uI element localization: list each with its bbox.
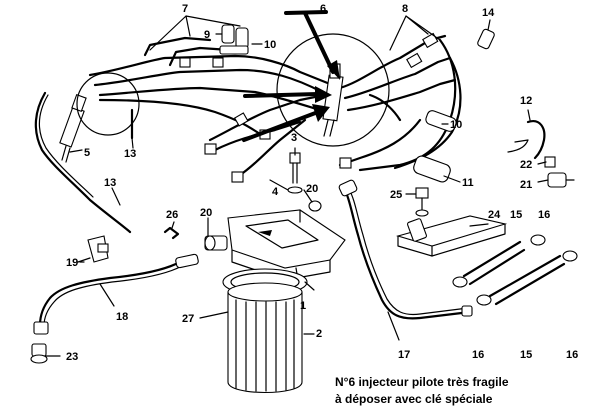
fuel-line-17 — [338, 179, 473, 320]
highlight-circle-right — [276, 33, 390, 147]
fuel-filter-assembly — [204, 209, 346, 393]
fitting-17-top — [338, 179, 358, 197]
callout-20-a: 20 — [306, 183, 318, 195]
callout-3: 3 — [291, 132, 297, 144]
clamp-16-c — [452, 276, 468, 288]
callout-16-b: 16 — [472, 349, 484, 361]
callout-6: 6 — [320, 3, 326, 15]
callout-1: 1 — [300, 300, 306, 312]
hoses-15 — [452, 234, 578, 306]
clamp-16-d — [476, 294, 492, 306]
callout-22: 22 — [520, 159, 532, 171]
parts-21-22 — [544, 156, 575, 188]
caption-note: N°6 injecteur pilote très fragile à dépo… — [335, 374, 585, 408]
pointer-arrows — [242, 10, 340, 142]
bolt-25 — [415, 187, 429, 217]
fitting-23-top — [33, 321, 49, 335]
clamp-12 — [526, 120, 546, 160]
callout-23: 23 — [66, 351, 78, 363]
line-fitting-7b — [212, 57, 224, 68]
clip-10-top — [235, 27, 249, 49]
seal-20-upper — [308, 200, 322, 212]
callout-25: 25 — [390, 189, 402, 201]
injector-6-pilot — [322, 63, 344, 137]
callout-18: 18 — [116, 311, 128, 323]
fitting-18 — [175, 253, 199, 269]
callout-16-a: 16 — [538, 209, 550, 221]
callout-5: 5 — [84, 147, 90, 159]
bolt-3-washer-4 — [287, 152, 322, 212]
callout-4: 4 — [272, 186, 279, 198]
injector-5 — [59, 94, 87, 163]
line-fitting-7c — [233, 112, 249, 127]
callout-15-bottom: 15 — [520, 349, 532, 361]
washer-4 — [287, 186, 303, 194]
highlight-circle-left — [76, 72, 140, 136]
line-nut-lower-b — [231, 171, 244, 183]
callout-7: 7 — [182, 3, 188, 15]
callout-13-left: 13 — [104, 177, 116, 189]
callout-9: 9 — [204, 29, 210, 41]
injection-lines-left — [88, 36, 332, 183]
line-nut-lower-a — [204, 143, 217, 155]
callout-19: 19 — [66, 257, 78, 269]
callout-27: 27 — [182, 313, 194, 325]
callout-20-b: 20 — [200, 207, 212, 219]
callout-24: 24 — [488, 209, 501, 221]
callout-15-top: 15 — [510, 209, 522, 221]
sensor-19 — [77, 235, 109, 263]
clip-9 — [221, 24, 235, 44]
callout-26: 26 — [166, 209, 178, 221]
callout-11: 11 — [462, 177, 474, 189]
callout-14: 14 — [482, 7, 495, 19]
callout-10-right: 10 — [450, 119, 462, 131]
clip-26 — [163, 226, 180, 240]
caption-line-2: à déposer avec clé spéciale — [335, 392, 493, 406]
clip-group-9-10 — [219, 24, 249, 55]
leak-off-hoses — [34, 91, 402, 234]
seal-20-lower — [204, 235, 216, 251]
callout-21: 21 — [520, 179, 532, 191]
callout-labels: 1 2 3 4 5 6 7 8 9 10 10 11 12 13 13 14 1… — [66, 3, 578, 363]
fitting-23 — [31, 343, 47, 357]
clip-11 — [413, 155, 451, 183]
line-fitting-8b — [406, 52, 423, 69]
callout-16-c: 16 — [566, 349, 578, 361]
injection-lines-right — [338, 32, 462, 172]
line-fitting-7a — [179, 57, 191, 68]
callout-10-top: 10 — [264, 39, 276, 51]
leader-lines — [45, 15, 549, 357]
caption-line-1: N°6 injecteur pilote très fragile — [335, 375, 509, 389]
callout-12: 12 — [520, 95, 532, 107]
clamp-16-b — [562, 250, 578, 262]
line-fitting-8a — [422, 32, 439, 49]
bracket-24 — [395, 215, 508, 257]
clamp-16-a — [530, 234, 546, 246]
sensor-21 — [547, 172, 567, 188]
fitting-17-end — [461, 305, 473, 317]
sleeve-14 — [477, 28, 495, 50]
callout-17: 17 — [398, 349, 410, 361]
fuel-line-18 — [30, 253, 199, 364]
line-nut-8c — [339, 157, 352, 169]
callout-8: 8 — [402, 3, 408, 15]
wire-12 — [507, 139, 529, 153]
clip-10-right — [413, 110, 457, 183]
callout-2: 2 — [316, 328, 322, 340]
callout-13-top: 13 — [124, 148, 136, 160]
